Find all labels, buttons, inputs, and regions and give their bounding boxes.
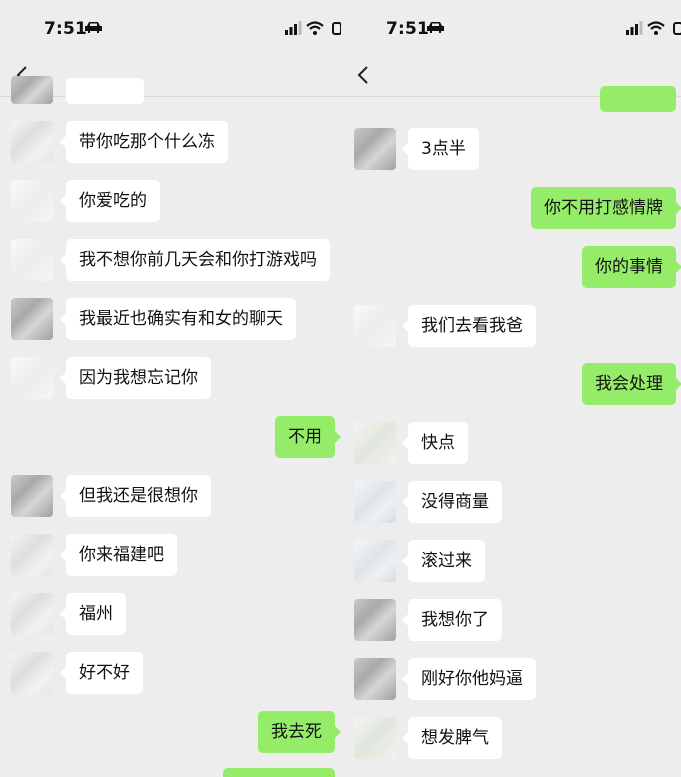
message-bubble-incoming[interactable]: 你来福建吧 bbox=[60, 534, 177, 576]
status-bar: 7:51 bbox=[341, 0, 681, 56]
avatar[interactable] bbox=[354, 422, 396, 464]
message-bubble-outgoing[interactable]: 我会处理 bbox=[582, 363, 681, 405]
avatar[interactable] bbox=[354, 128, 396, 170]
message-bubble-incoming[interactable]: 福州 bbox=[60, 593, 126, 635]
avatar[interactable] bbox=[354, 481, 396, 523]
avatar[interactable] bbox=[354, 599, 396, 641]
avatar[interactable] bbox=[11, 357, 53, 399]
status-time: 7:51 bbox=[386, 19, 430, 39]
status-bar: 7:51 bbox=[0, 0, 341, 56]
message-bubble-outgoing[interactable]: 我去死 bbox=[258, 711, 341, 753]
message-bubble-incoming[interactable]: 我想你了 bbox=[402, 599, 502, 641]
back-chevron-icon[interactable] bbox=[353, 64, 373, 86]
message-bubble-outgoing[interactable]: 你的事情 bbox=[582, 246, 681, 288]
battery-icon bbox=[332, 22, 341, 35]
message-bubble-incoming[interactable]: 刚好你他妈逼 bbox=[402, 658, 536, 700]
message-bubble-incoming[interactable]: 滚过来 bbox=[402, 540, 485, 582]
wifi-icon bbox=[647, 21, 665, 35]
chat-screenshot-left: 7:51 带你吃那个 bbox=[0, 0, 341, 777]
signal-icon bbox=[285, 21, 302, 35]
message-bubble-incoming[interactable]: 没得商量 bbox=[402, 481, 502, 523]
avatar[interactable] bbox=[11, 593, 53, 635]
wifi-icon bbox=[306, 21, 324, 35]
avatar[interactable] bbox=[354, 305, 396, 347]
message-bubble-incoming[interactable]: 但我还是很想你 bbox=[60, 475, 211, 517]
message-bubble-outgoing[interactable]: 你不用打感情牌 bbox=[531, 187, 681, 229]
avatar[interactable] bbox=[11, 475, 53, 517]
signal-icon bbox=[626, 21, 643, 35]
avatar[interactable] bbox=[354, 658, 396, 700]
message-bubble-incoming[interactable]: 你爱吃的 bbox=[60, 180, 160, 222]
message-bubble-outgoing[interactable]: 不用 bbox=[275, 416, 341, 458]
avatar[interactable] bbox=[11, 121, 53, 163]
status-time: 7:51 bbox=[44, 19, 88, 39]
message-bubble-incoming[interactable]: 3点半 bbox=[402, 128, 479, 170]
message-bubble-incoming[interactable]: 想发脾气 bbox=[402, 717, 502, 759]
message-bubble-incoming[interactable]: 好不好 bbox=[60, 652, 143, 694]
message-bubble-incoming[interactable]: 我最近也确实有和女的聊天 bbox=[60, 298, 296, 340]
message-bubble-partial bbox=[600, 86, 676, 112]
avatar[interactable] bbox=[354, 717, 396, 759]
message-bubble-incoming[interactable]: 我不想你前几天会和你打游戏吗 bbox=[60, 239, 330, 281]
nav-divider bbox=[0, 96, 341, 97]
system-status-icons bbox=[626, 21, 681, 35]
avatar[interactable] bbox=[11, 180, 53, 222]
avatar[interactable] bbox=[11, 239, 53, 281]
message-bubble-partial bbox=[223, 768, 335, 777]
chat-screenshot-right: 7:51 3点半 你 bbox=[341, 0, 681, 777]
avatar[interactable] bbox=[11, 298, 53, 340]
message-bubble-incoming[interactable]: 带你吃那个什么冻 bbox=[60, 121, 228, 163]
car-icon bbox=[85, 22, 102, 33]
system-status-icons bbox=[285, 21, 341, 35]
message-bubble-incoming[interactable]: 我们去看我爸 bbox=[402, 305, 536, 347]
avatar[interactable] bbox=[354, 540, 396, 582]
nav-divider bbox=[341, 96, 681, 97]
car-icon bbox=[427, 22, 444, 33]
battery-icon bbox=[673, 22, 681, 35]
message-bubble-incoming[interactable]: 因为我想忘记你 bbox=[60, 357, 211, 399]
message-bubble-partial bbox=[66, 78, 144, 104]
message-bubble-incoming[interactable]: 快点 bbox=[402, 422, 468, 464]
nav-bar bbox=[341, 56, 681, 96]
avatar[interactable] bbox=[11, 652, 53, 694]
avatar[interactable] bbox=[11, 76, 53, 104]
avatar[interactable] bbox=[11, 534, 53, 576]
